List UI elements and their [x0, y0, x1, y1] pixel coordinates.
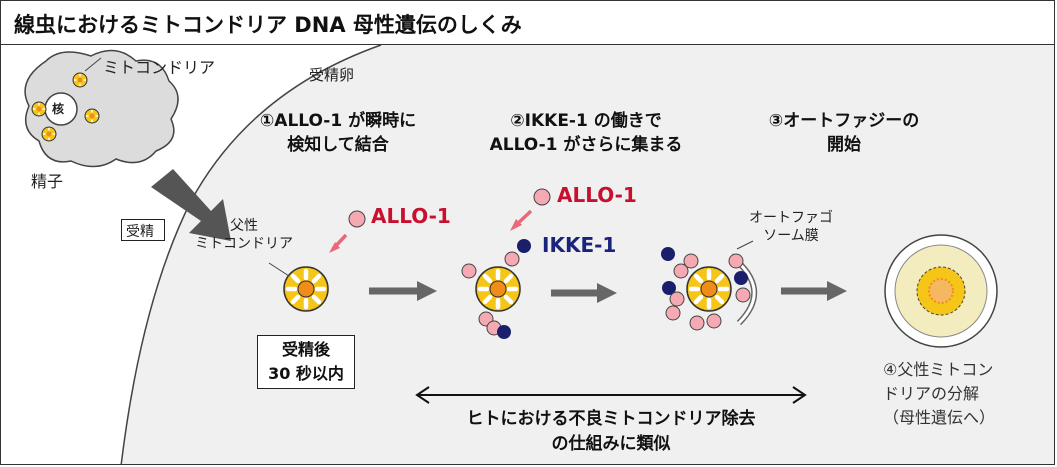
autophagosome-line1: オートファゴ: [749, 210, 833, 226]
similarity-line1: ヒトにおける不良ミトコンドリア除去: [466, 409, 756, 429]
sperm-mito-3: [84, 108, 100, 124]
mito-step1: [284, 267, 328, 311]
step2-line1: ②IKKE-1 の働きで: [510, 111, 662, 131]
step3-line2: 開始: [827, 135, 861, 155]
step1-heading: ①ALLO-1 が瞬時に 検知して結合: [233, 109, 443, 157]
paternal-mito-line2: ミトコンドリア: [195, 236, 293, 252]
sperm-mito-4: [41, 126, 57, 142]
paternal-mito-line1: 父性: [230, 218, 258, 234]
fertilization-arrow: [151, 169, 231, 241]
timing-line2: 30 秒以内: [268, 364, 344, 383]
allo1-label-step2: ALLO-1: [557, 183, 637, 207]
egg-label: 受精卵: [309, 66, 355, 84]
step2-line2: ALLO-1 がさらに集まる: [489, 135, 683, 155]
allo1-particle-2: [533, 188, 551, 206]
allo1-particle-1: [348, 210, 366, 228]
step4-line2: ドリアの分解: [883, 384, 980, 403]
process-arrow-2: [597, 283, 617, 303]
autophagosome-membrane-label: オートファゴ ソーム膜: [736, 209, 846, 245]
page-title: 線虫におけるミトコンドリア DNA 母性遺伝のしくみ: [14, 13, 522, 37]
autophagosome-line2: ソーム膜: [763, 228, 819, 244]
sperm-mito-1: [72, 72, 88, 88]
sperm-cell: [24, 49, 179, 168]
paternal-mito-label: 父性 ミトコンドリア: [179, 217, 309, 253]
mito-label-line: [84, 57, 102, 72]
step3-line1: ③オートファジーの: [768, 111, 920, 131]
timing-line1: 受精後: [281, 340, 330, 359]
process-arrow-3: [827, 281, 847, 301]
timing-box: 受精後 30 秒以内: [257, 335, 355, 389]
process-arrow-1: [417, 281, 437, 301]
mito-step3: [687, 267, 731, 311]
ikke1-label: IKKE-1: [542, 233, 617, 257]
step4-label: ④父性ミトコン ドリアの分解 （母性遺伝へ）: [883, 358, 995, 430]
nucleus-label: 核: [52, 102, 65, 116]
similarity-line2: の仕組みに類似: [551, 434, 671, 454]
sperm-mito-2: [31, 101, 47, 117]
step4-line1: ④父性ミトコン: [883, 360, 994, 379]
allo1-label-step1: ALLO-1: [371, 204, 451, 228]
mito-step2: [476, 267, 520, 311]
step4-line3: （母性遺伝へ）: [883, 408, 996, 427]
step2-heading: ②IKKE-1 の働きで ALLO-1 がさらに集まる: [456, 109, 716, 157]
step1-line2: 検知して結合: [287, 135, 389, 155]
fertilization-box: 受精: [121, 219, 165, 241]
timing-text: 受精後 30 秒以内: [258, 338, 354, 386]
paternal-mito-line: [268, 262, 290, 277]
similarity-note: ヒトにおける不良ミトコンドリア除去 の仕組みに類似: [406, 407, 816, 457]
sperm-mito-label: ミトコンドリア: [103, 58, 216, 77]
fertilization-label: 受精: [126, 224, 154, 240]
title-bar: 線虫におけるミトコンドリア DNA 母性遺伝のしくみ: [1, 1, 1054, 45]
sperm-label: 精子: [31, 172, 64, 191]
step1-line1: ①ALLO-1 が瞬時に: [259, 111, 417, 131]
step3-heading: ③オートファジーの 開始: [739, 109, 949, 157]
